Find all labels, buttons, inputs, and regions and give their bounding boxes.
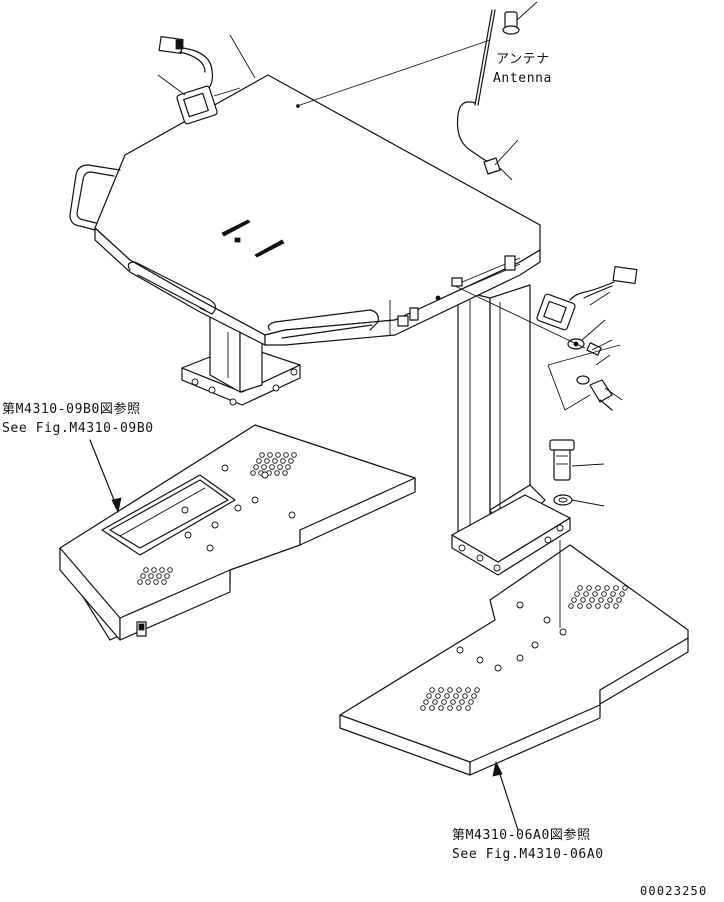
mounting-hole [277,464,283,470]
mounting-hole [282,470,288,476]
antenna-label-en: Antenna [493,71,552,86]
mounting-hole [447,705,453,711]
right-reference-jp: 第M4310-06A0図参照 [452,828,591,843]
left-reference-en: See Fig.M4310-09B0 [2,421,154,436]
left-pedestal [181,309,301,406]
mounting-hole [616,597,622,603]
mounting-hole [151,567,157,573]
mounting-hole [250,470,256,476]
mounting-hole [586,603,592,609]
mounting-hole [269,464,275,470]
mounting-hole [453,693,459,699]
mounting-hole [595,603,601,609]
mounting-hole [143,567,149,573]
mounting-hole [586,585,592,591]
mounting-hole [601,591,607,597]
control-table [94,74,541,346]
mounting-hole [429,687,435,693]
mounting-hole [432,699,438,705]
right-connector [536,265,638,506]
mounting-hole [471,693,477,699]
mounting-hole [450,699,456,705]
mounting-hole [426,693,432,699]
mounting-hole [275,452,281,458]
mounting-hole [137,579,143,585]
mounting-hole [456,687,462,693]
mounting-hole [161,579,167,585]
mounting-hole [613,603,619,609]
mounting-hole [253,464,259,470]
mounting-hole [159,567,165,573]
mounting-hole [164,573,170,579]
antenna-label-jp: アンテナ [496,52,550,67]
mounting-hole [622,585,628,591]
mounting-hole [156,573,162,579]
left-floor-panel [59,424,416,641]
mounting-hole [153,579,159,585]
mounting-hole [291,452,297,458]
mounting-hole [619,591,625,597]
mounting-hole [465,705,471,711]
mounting-hole [267,452,273,458]
mounting-hole [259,452,265,458]
mounting-hole [604,585,610,591]
mounting-hole [577,603,583,609]
mounting-hole [465,687,471,693]
mounting-hole [140,573,146,579]
mounting-hole [285,464,291,470]
mounting-hole [583,591,589,597]
mounting-hole [420,705,426,711]
mounting-hole [580,597,586,603]
antenna [456,9,520,181]
mounting-hole [438,705,444,711]
mounting-hole [595,585,601,591]
mounting-hole [280,458,286,464]
mounting-hole [577,585,583,591]
mounting-hole [604,603,610,609]
leader-lines [89,1,623,831]
mounting-hole [167,567,173,573]
mounting-hole [462,693,468,699]
mounting-hole [288,458,294,464]
mounting-hole [574,591,580,597]
mounting-hole [474,687,480,693]
left-reference-jp: 第M4310-09B0図参照 [2,402,141,417]
mounting-hole [274,470,280,476]
mounting-hole [447,687,453,693]
mounting-hole [272,458,278,464]
mounting-hole [441,699,447,705]
mounting-hole [429,705,435,711]
mounting-hole [148,573,154,579]
right-floor-panel [339,544,689,776]
mounting-hole [589,597,595,603]
mounting-hole [468,699,474,705]
mounting-hole [598,597,604,603]
mounting-hole [456,705,462,711]
mounting-hole [283,452,289,458]
mounting-hole [613,585,619,591]
mounting-hole [145,579,151,585]
mounting-hole [435,693,441,699]
mounting-hole [423,699,429,705]
mounting-hole [592,591,598,597]
left-connector [158,35,241,125]
right-reference-en: See Fig.M4310-06A0 [452,847,604,862]
handles [69,164,379,339]
mounting-hole [571,597,577,603]
mounting-hole [444,693,450,699]
mounting-hole [261,464,267,470]
mounting-hole [459,699,465,705]
mounting-hole [610,591,616,597]
mounting-hole [438,687,444,693]
right-column [451,284,571,576]
mounting-hole [256,458,262,464]
mounting-hole [607,597,613,603]
mounting-hole [568,603,574,609]
mounting-hole [264,458,270,464]
drawing-number: 00023250 [640,884,708,898]
